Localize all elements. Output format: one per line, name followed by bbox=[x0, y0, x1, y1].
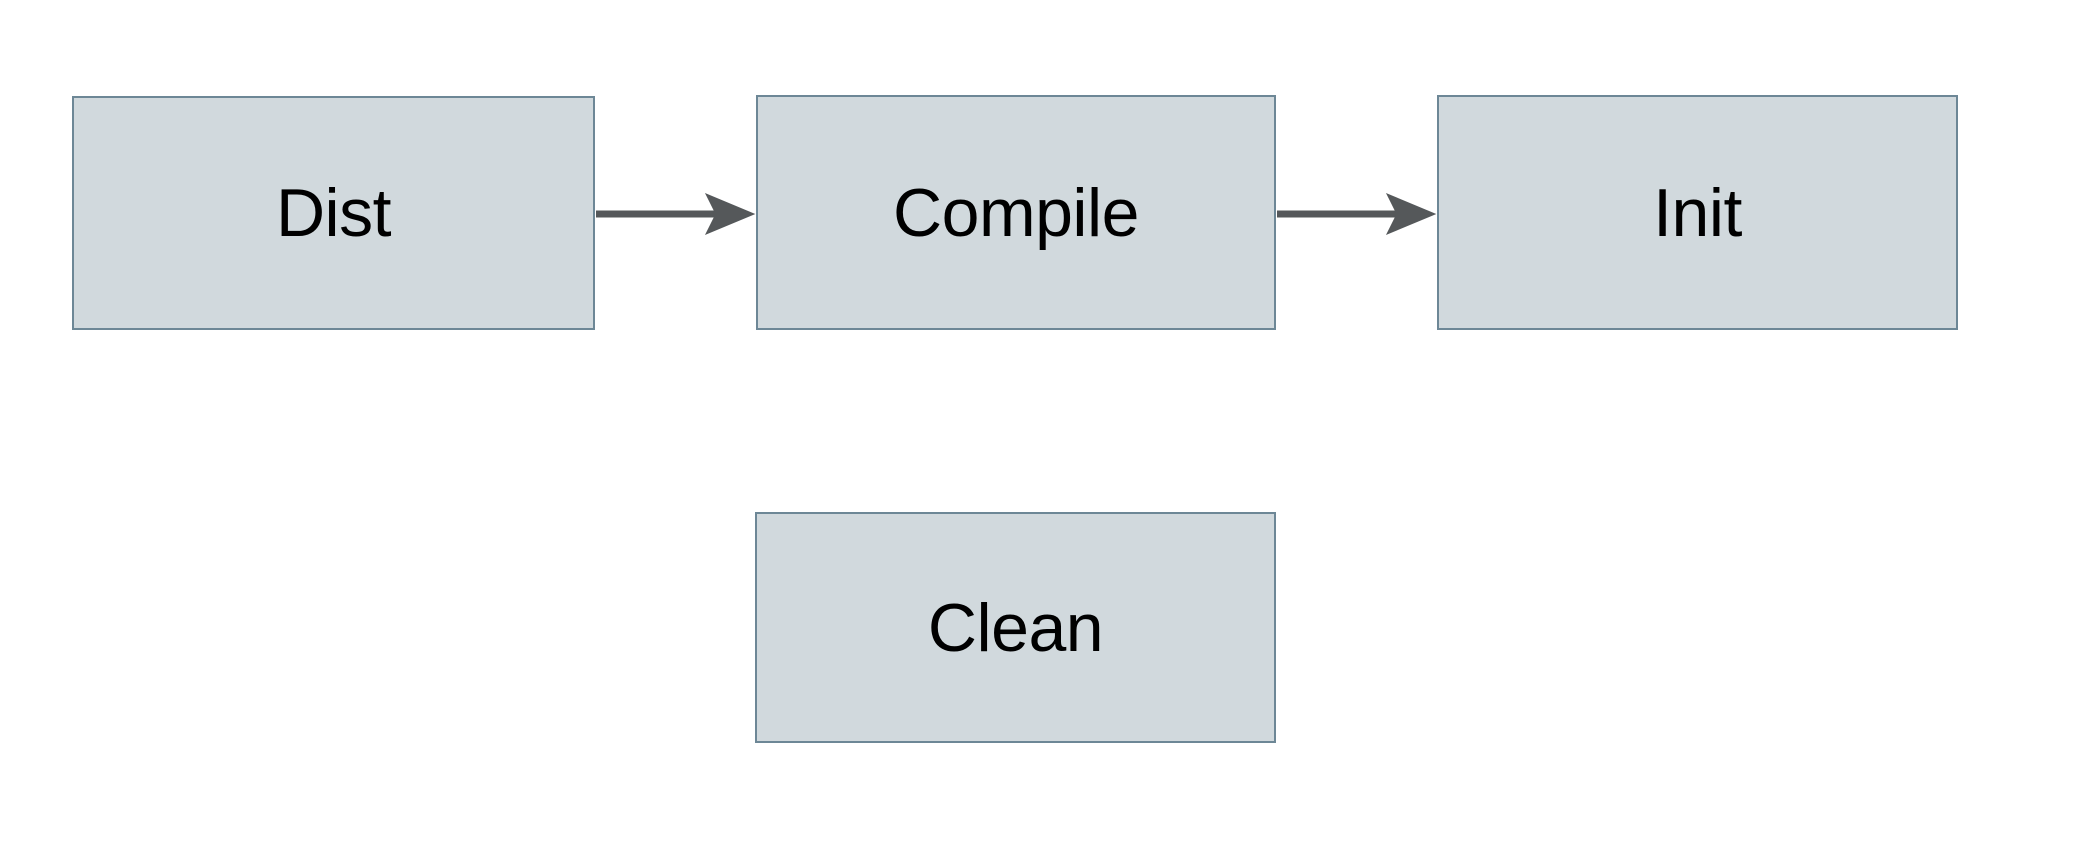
node-init[interactable]: Init bbox=[1437, 95, 1958, 330]
edge-dist-to-compile-arrowhead[interactable] bbox=[704, 193, 756, 235]
node-dist-label: Dist bbox=[275, 175, 392, 251]
node-dist[interactable]: Dist bbox=[72, 96, 595, 330]
node-init-label: Init bbox=[1653, 174, 1742, 251]
edge-compile-to-init[interactable] bbox=[1277, 193, 1437, 235]
edge-compile-to-init-arrowhead[interactable] bbox=[1385, 193, 1437, 235]
edge-dist-to-compile[interactable] bbox=[596, 193, 756, 235]
node-compile[interactable]: Compile bbox=[756, 95, 1276, 330]
node-compile-label: Compile bbox=[893, 174, 1139, 251]
node-clean-label: Clean bbox=[927, 589, 1104, 666]
node-clean[interactable]: Clean bbox=[755, 512, 1276, 743]
